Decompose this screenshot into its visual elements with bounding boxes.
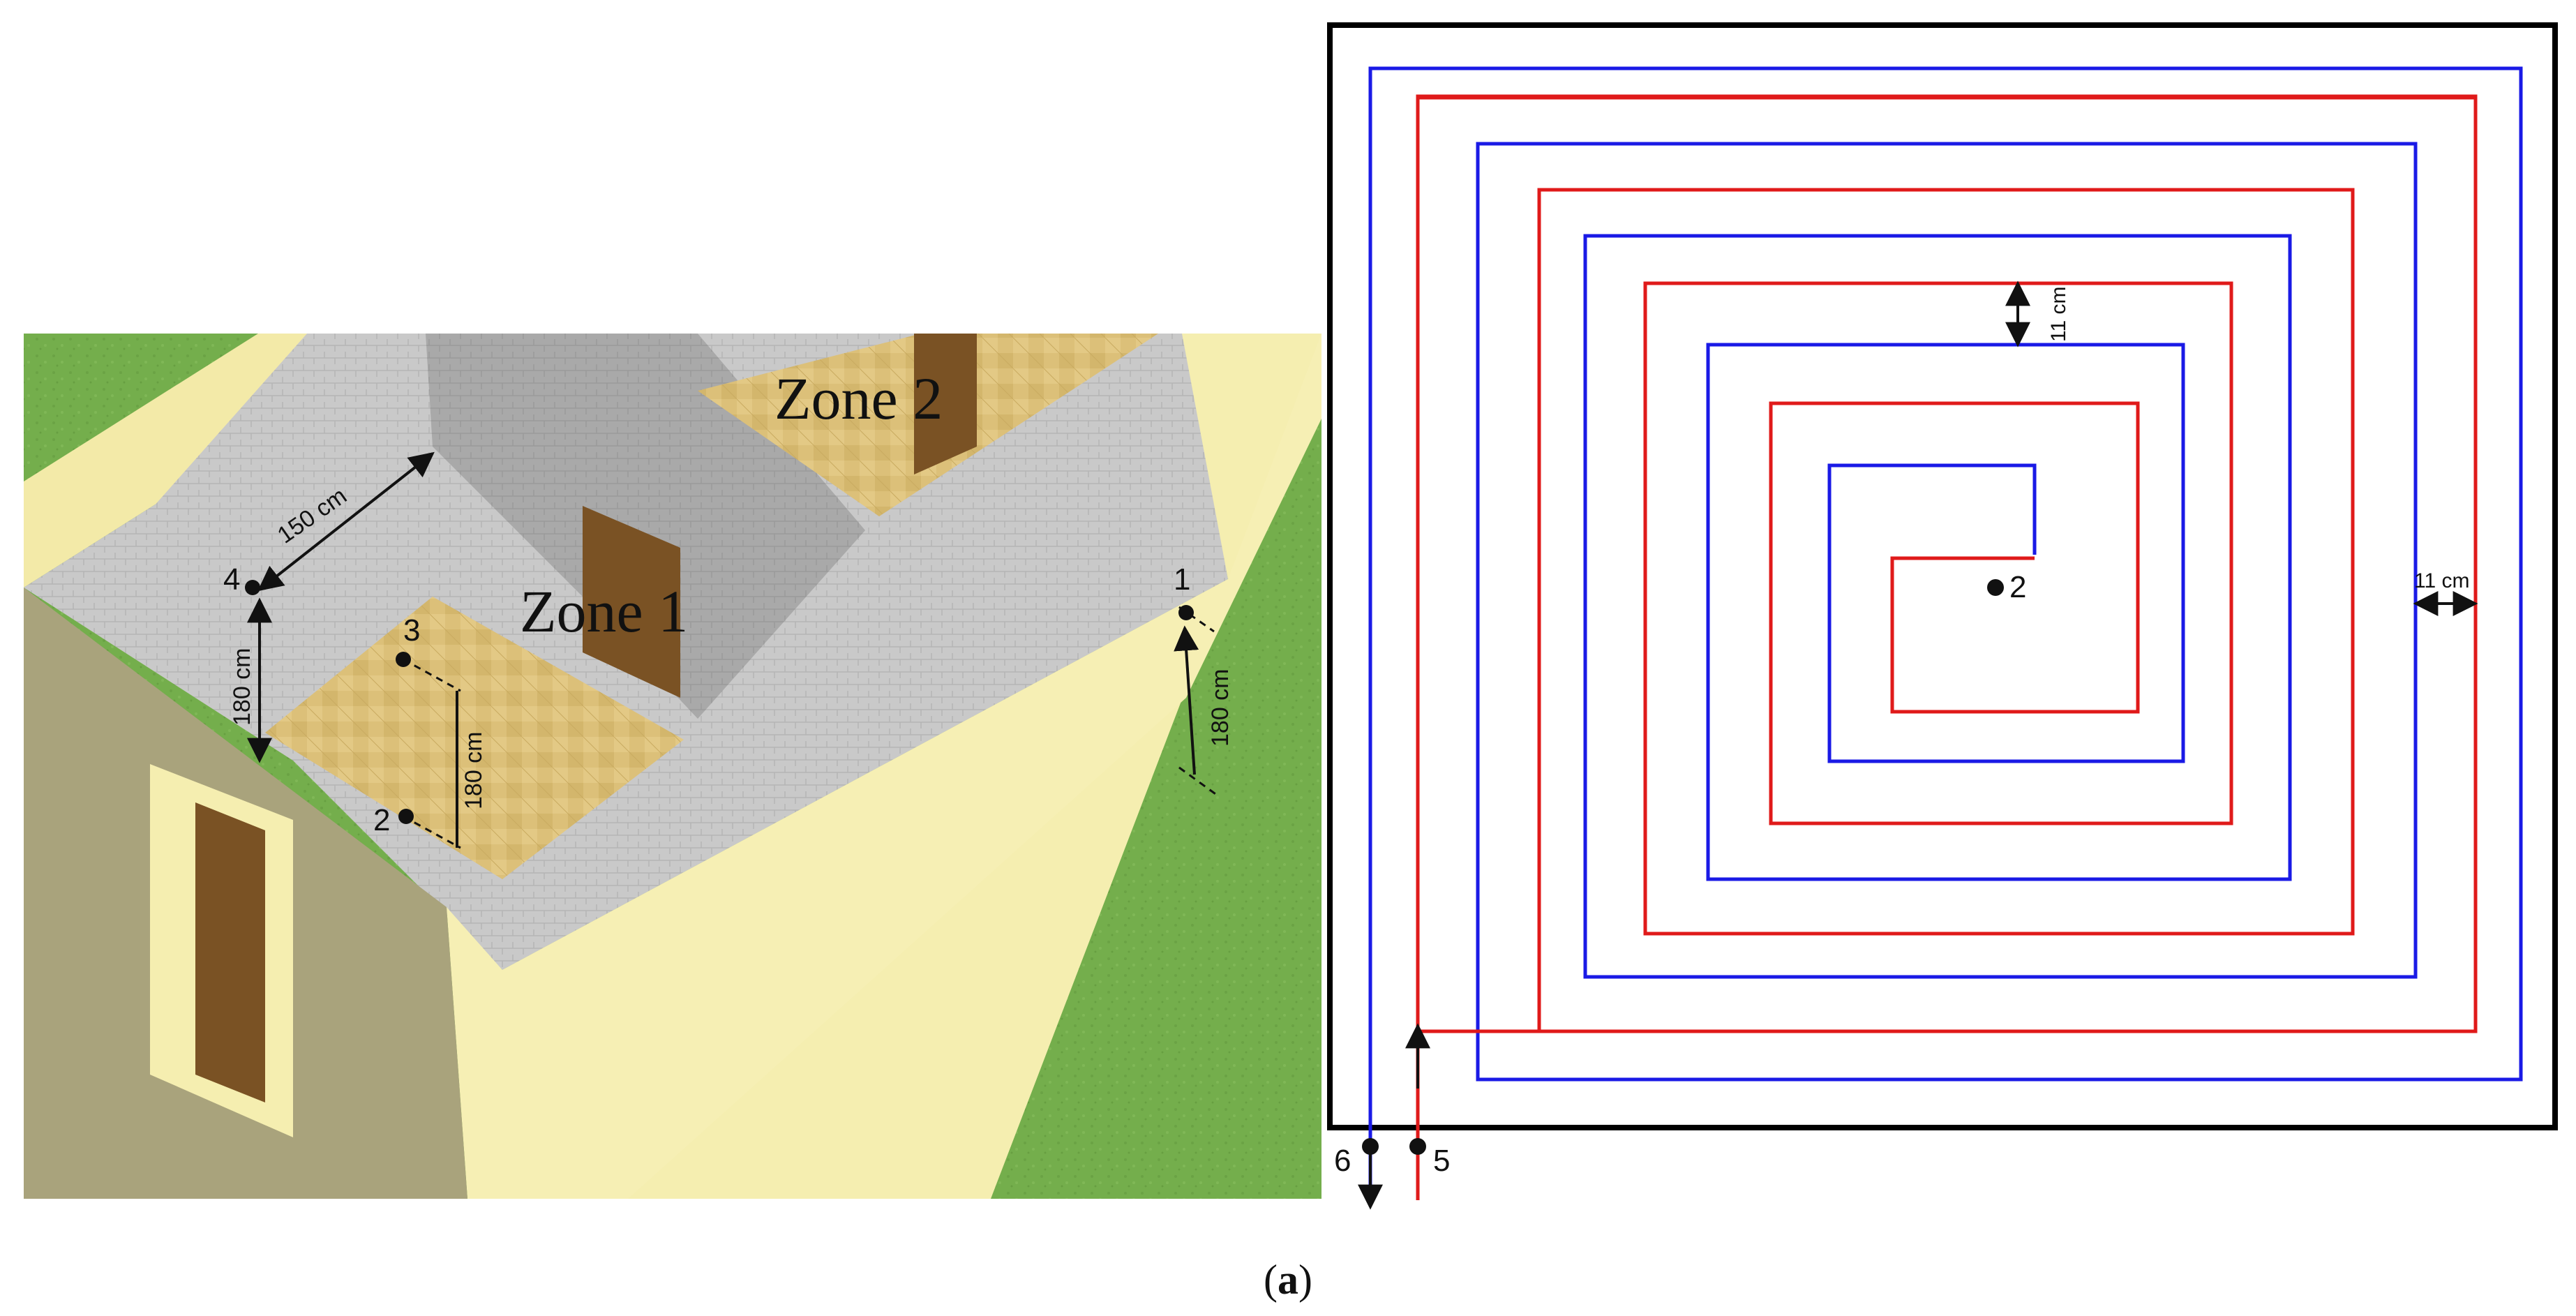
point-3-marker (396, 652, 411, 667)
dimension-180-c-label: 180 cm (1207, 669, 1234, 747)
plan-point-5-label: 5 (1433, 1144, 1450, 1178)
interior-back-wall (77, 334, 433, 733)
point-3-label: 3 (403, 613, 420, 648)
room-3d-illustration: Zone 1 Zone 2 150 cm 180 cm 180 cm 180 c… (24, 334, 1321, 1199)
dimension-180-b-label: 180 cm (460, 732, 487, 810)
plan-point-2-marker (1987, 579, 2004, 596)
plan-point-6-marker (1362, 1138, 1379, 1155)
door-partition (583, 506, 680, 698)
pipe-red-spiral-path (1416, 96, 2478, 1200)
dimension-180-c-dash-bottom (1178, 766, 1218, 797)
figure-caption: (a) (1264, 1257, 1312, 1303)
dimension-150-arrow (257, 451, 435, 592)
point-4-label: 4 (223, 562, 240, 597)
point-2-label: 2 (373, 803, 390, 837)
plan-point-2-label: 2 (2009, 570, 2026, 604)
dimension-180-a-label: 180 cm (229, 648, 255, 726)
dimension-11-right-label: 11 cm (2414, 569, 2469, 592)
dimension-180-b-dash-top (403, 658, 461, 692)
caption-open-paren: ( (1264, 1257, 1278, 1303)
caption-letter: a (1278, 1257, 1298, 1303)
dimension-180-b-dash-bottom (403, 815, 461, 849)
dimension-180-c-arrow (1174, 625, 1199, 775)
zone-2-label: Zone 2 (774, 365, 943, 432)
point-4-marker (245, 580, 260, 595)
pipe-blue-spiral (1368, 66, 2523, 1200)
floor-heating-plan: 11 cm 11 cm 2 6 5 (1327, 22, 2558, 1210)
zone-1-label: Zone 1 (520, 578, 688, 645)
wall-front-right-face (447, 334, 1321, 1199)
caption-close-paren: ) (1298, 1257, 1312, 1303)
door-zone-2 (914, 334, 977, 474)
dimension-11-top-label: 11 cm (2047, 287, 2070, 342)
point-1-label: 1 (1174, 562, 1190, 597)
floor-zone-1 (265, 597, 684, 879)
plan-border (1327, 22, 2558, 1130)
plan-point-6-label: 6 (1334, 1144, 1351, 1178)
point-1-marker (1178, 605, 1194, 620)
plan-point-5-marker (1409, 1138, 1426, 1155)
front-door (195, 802, 265, 1102)
point-2-marker (398, 809, 414, 824)
